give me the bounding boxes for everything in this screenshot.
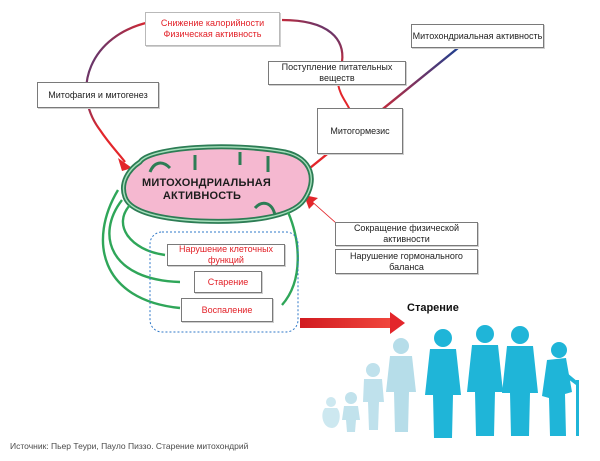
- source-caption: Источник: Пьер Теури, Пауло Пиззо. Старе…: [10, 441, 249, 451]
- mito-label-line2: АКТИВНОСТЬ: [162, 190, 242, 202]
- mito-activity-top-text: Митохондриальная активность: [412, 30, 543, 41]
- mitohormesis-text: Митогормезис: [330, 125, 390, 136]
- human-silhouettes: [322, 325, 579, 438]
- hormonal-text: Нарушение гормонального баланса: [350, 250, 463, 272]
- hormonal-box: Нарушение гормонального баланса: [335, 249, 478, 274]
- cell-dysfunction-text: Нарушение клеточных функций: [178, 244, 274, 265]
- aging-effect-text: Старение: [207, 276, 249, 287]
- aging-effect-box: Старение: [194, 271, 262, 293]
- calorie-line1: Снижение калорийности: [160, 18, 265, 28]
- calorie-box: Снижение калорийности Физическая активно…: [145, 12, 280, 46]
- cell-dysfunction-box: Нарушение клеточных функций: [167, 244, 285, 266]
- green-arrow-to-aging: [108, 199, 181, 284]
- inflammation-text: Воспаление: [201, 304, 253, 315]
- less-activity-box: Сокращение физической активности: [335, 222, 478, 246]
- mitophagy-box: Митофагия и митогенез: [37, 82, 159, 108]
- inflammation-box: Воспаление: [181, 298, 273, 322]
- mitochondrion-illustration: [121, 144, 314, 224]
- mitohormesis-box: Митогормезис: [317, 108, 403, 154]
- effects-group-frame: [149, 231, 299, 333]
- arrow-nutrients-to-mitohormesis: [337, 83, 351, 111]
- aging-label: Старение: [407, 302, 459, 314]
- mitophagy-text: Митофагия и митогенез: [48, 89, 148, 100]
- nutrients-text: Поступление питательных веществ: [281, 62, 393, 83]
- arrow-calorie-to-nutrients: [281, 18, 344, 63]
- green-arrow-right: [281, 211, 299, 306]
- calorie-line2: Физическая активность: [163, 29, 262, 39]
- mito-activity-label: МИТОХОНДРИАЛЬНАЯ АКТИВНОСТЬ: [142, 177, 271, 203]
- nutrients-box: Поступление питательных веществ: [268, 61, 406, 85]
- arrowhead-calorie: [118, 158, 132, 171]
- green-arrow-to-cell-dysfunction: [121, 204, 166, 257]
- arrow-calorie-to-mito: [85, 20, 151, 163]
- aging-arrow: [300, 312, 405, 334]
- mito-label-line1: МИТОХОНДРИАЛЬНАЯ: [142, 177, 271, 189]
- mito-activity-top-box: Митохондриальная активность: [411, 24, 544, 48]
- green-arrow-to-inflammation: [101, 189, 181, 310]
- less-activity-text: Сокращение физической активности: [353, 223, 460, 244]
